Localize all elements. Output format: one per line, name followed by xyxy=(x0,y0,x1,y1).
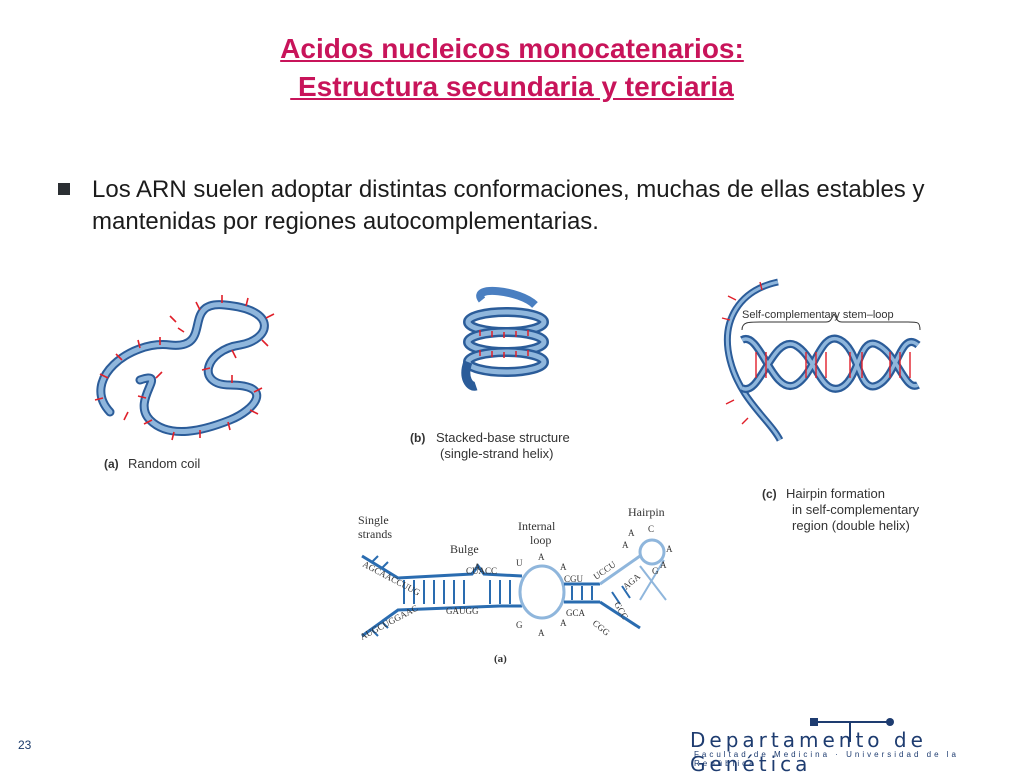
seq-bot-3: GCA xyxy=(566,608,586,618)
seq-top-3: CGU xyxy=(564,574,584,584)
structure-panel-label: (a) xyxy=(494,653,507,665)
label-single-strands-1: Single xyxy=(358,513,389,527)
seq-top-4: UCCU xyxy=(591,559,618,582)
fig-b-caption-2: (single-strand helix) xyxy=(440,446,553,461)
label-internal-loop-1: Internal xyxy=(518,519,556,533)
faculty-name: Facultad de Medicina · Universidad de la… xyxy=(694,750,959,768)
label-single-strands-2: strands xyxy=(358,527,392,541)
seq-bot-4: CGG xyxy=(591,618,612,638)
loop-bot-right: A xyxy=(560,618,567,628)
bullet-square-icon xyxy=(58,183,70,195)
seq-bot-1: AUGCUGGAAC xyxy=(358,603,419,642)
bullet-point: Los ARN suelen adoptar distintas conform… xyxy=(58,174,978,238)
slide-title: Acidos nucleicos monocatenarios: Estruct… xyxy=(0,30,1024,106)
fig-c-label: (c) xyxy=(762,487,777,501)
fig-c-caption-2: in self-complementary xyxy=(792,502,920,517)
fig-a-caption: Random coil xyxy=(128,456,200,471)
rna-secondary-structure: Single strands Bulge Internal loop Hairp… xyxy=(358,505,673,665)
title-line-1: Acidos nucleicos monocatenarios: xyxy=(280,33,744,64)
loop-top-right: A xyxy=(560,562,567,572)
stacked-helix-figure: (b) Stacked-base structure (single-stran… xyxy=(410,286,570,461)
fig-a-label: (a) xyxy=(104,457,119,471)
department-logo-icon xyxy=(810,718,894,742)
hairpin-base-1: A xyxy=(628,528,635,538)
slide-number: 23 xyxy=(18,738,32,752)
hairpin-base-4: A xyxy=(666,544,673,554)
hairpin-base-3: A xyxy=(622,540,629,550)
bullet-text: Los ARN suelen adoptar distintas conform… xyxy=(92,176,925,235)
hairpin-stem-top: AGA xyxy=(621,571,643,592)
bulge-base: A xyxy=(474,562,481,572)
random-coil-figure: (a) Random coil xyxy=(94,295,275,471)
fig-c-caption-1: Hairpin formation xyxy=(786,486,885,501)
fig-b-label: (b) xyxy=(410,431,425,445)
hairpin-helix-figure: Self-complementary stem–loop (c) Hairpin… xyxy=(721,278,921,533)
loop-bot: A xyxy=(538,628,545,638)
label-hairpin: Hairpin xyxy=(628,505,665,519)
hairpin-base-5: G xyxy=(652,566,659,576)
seq-bot-2: GAUGG xyxy=(446,606,479,616)
title-line-2: Estructura secundaria y terciaria xyxy=(290,71,734,102)
fig-b-caption-1: Stacked-base structure xyxy=(436,430,570,445)
seq-top-2: CUACC xyxy=(466,566,497,576)
label-bulge: Bulge xyxy=(450,542,479,556)
label-internal-loop-2: loop xyxy=(530,533,551,547)
hairpin-base-2: C xyxy=(648,524,654,534)
hairpin-base-6: A xyxy=(660,560,667,570)
loop-bot-left: G xyxy=(516,620,523,630)
loop-top-left: U xyxy=(516,558,523,568)
fig-c-caption-3: region (double helix) xyxy=(792,518,910,533)
loop-top: A xyxy=(538,552,545,562)
fig-c-annotation: Self-complementary stem–loop xyxy=(742,309,894,321)
